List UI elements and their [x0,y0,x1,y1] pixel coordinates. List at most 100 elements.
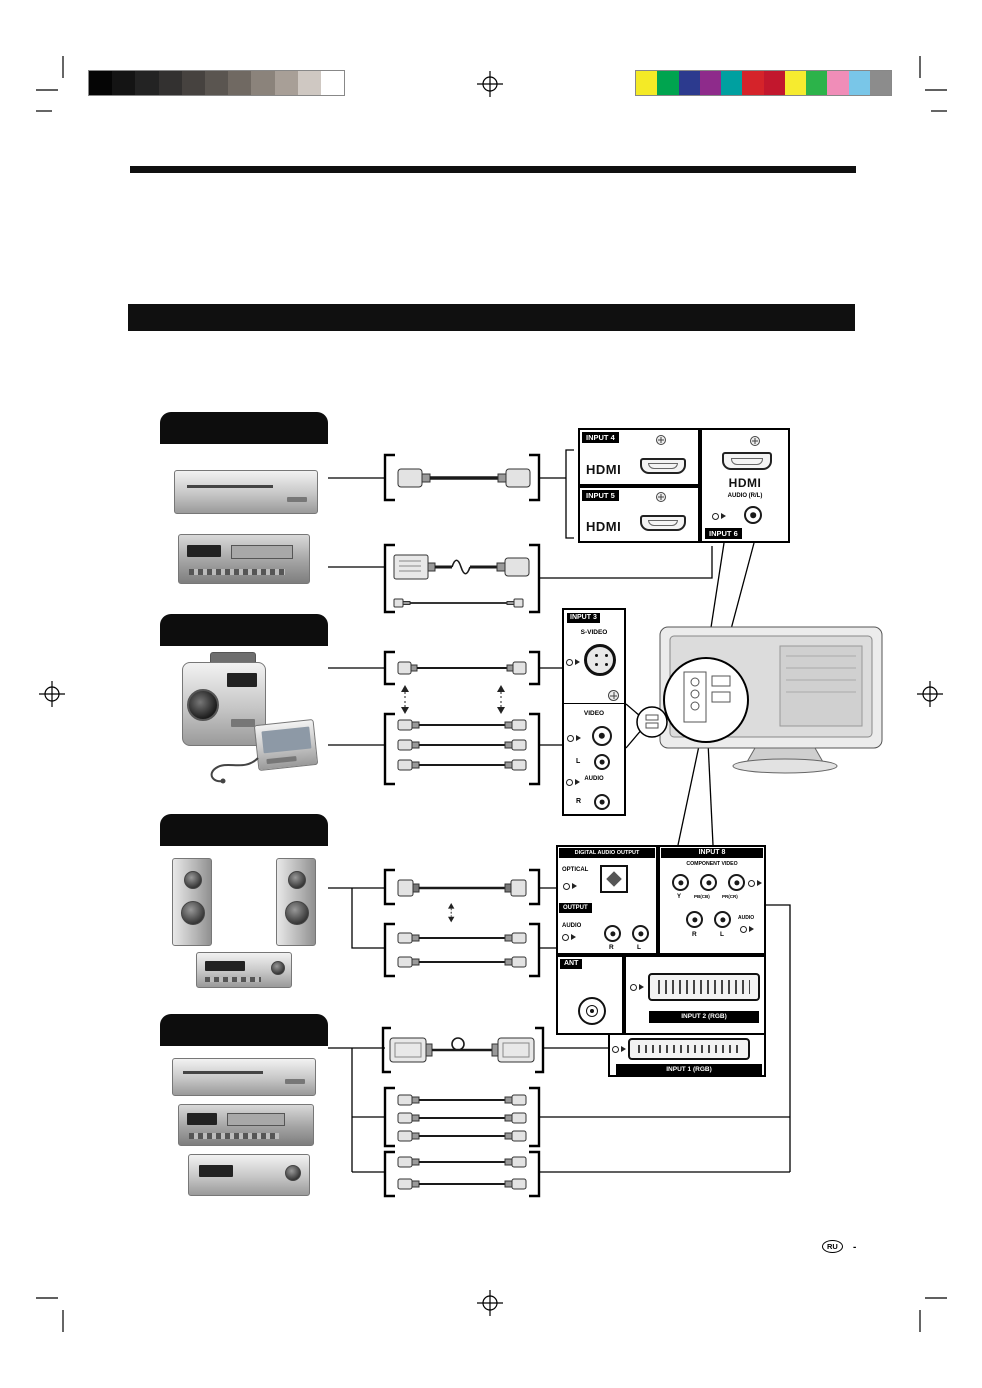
pr-label: PR(CR) [722,894,738,899]
component-pr-connector [728,874,745,891]
pb-label: PB(CB) [694,894,710,899]
panel-input3: INPUT 3 S-VIDEO VIDEO L AUDIO R [562,608,626,816]
device-group-scart-sources [160,1014,328,1202]
vcr-tray [231,545,293,559]
audio-r-connector [594,794,610,810]
y-label: Y [677,894,682,900]
or-arrows-1 [400,684,506,715]
tv-rear-illustration [636,626,883,774]
section-title-bar [128,304,855,331]
screw-icon [656,435,666,445]
video-label: VIDEO [583,710,605,717]
camcorder-button [231,719,255,727]
camcorder-cable [210,757,259,784]
panel-divider [564,703,624,704]
calibration-swatch [869,71,891,95]
color-calibration-bar [635,70,892,96]
optical-cable [397,879,527,897]
calibration-swatch [204,71,229,95]
calibration-swatch [721,71,743,95]
audio-in-label: AUDIO [738,915,755,921]
disc-slot [187,485,273,488]
top-rule [130,166,856,173]
hdmi-logo: HDMI [586,462,622,477]
input-arrow-icon [748,879,764,888]
device-group-1-header [160,412,328,444]
dvd-recorder-illustration [172,1058,316,1096]
out-r-label: R [609,944,614,951]
calibration-swatch [699,71,721,95]
input-arrow-icon [567,734,583,743]
input-arrow-icon [566,778,582,787]
calibration-swatch [848,71,870,95]
hdmi-logo: HDMI [586,519,622,534]
camcorder-lens [187,689,219,721]
composite-av-cable [397,719,527,771]
svideo-connector [584,644,616,676]
receiver-buttons [205,977,261,982]
grayscale-calibration-bar [88,70,345,96]
output-arrow-icon [563,882,579,891]
panel-scart-input2: INPUT 2 (RGB) [624,955,766,1035]
vcr2-buttons [189,1133,279,1139]
input5-tag: INPUT 5 [582,490,619,501]
input6-tag: INPUT 6 [705,528,742,539]
scart-cable [389,1037,535,1063]
calibration-swatch [742,71,764,95]
calibration-swatch [274,71,298,95]
av-receiver-illustration [196,952,292,988]
speaker-woofer [181,901,205,925]
video-rca-connector [592,726,612,746]
vcr2-display [187,1113,217,1125]
receiver-knob [271,961,285,975]
audio-label: AUDIO [584,776,604,782]
out-l-label: L [637,944,641,951]
input-arrow-icon [612,1045,628,1054]
speaker-right-illustration [276,858,316,946]
hdmi-connector [640,515,686,531]
footer-separator: - [853,1242,857,1253]
calibration-swatch [806,71,828,95]
calibration-swatch [89,71,113,95]
device-group-2-header [160,614,328,646]
in-l-label: L [720,931,724,938]
right-channel-label: R [576,798,582,805]
component-video-label: COMPONENT VIDEO [686,861,738,867]
audio-rl-label: AUDIO (R/L) [727,493,763,499]
hdmi-cable [397,468,531,488]
calibration-swatch [636,71,658,95]
speaker-left-illustration [172,858,212,946]
component-video-cable [397,1094,527,1142]
panel-input8: INPUT 8 COMPONENT VIDEO Y PB(CB) PR(CR) … [658,845,766,955]
calibration-swatch [678,71,700,95]
audio-out-label: AUDIO [562,923,582,929]
connection-lines [328,449,791,1173]
digital-audio-output-tag: DIGITAL AUDIO OUTPUT [559,848,655,858]
input3-tag: INPUT 3 [567,613,600,623]
sat-display [199,1165,233,1177]
in-r-label: R [692,931,697,938]
audio-l-connector [594,754,610,770]
hdmi-connector [722,452,772,470]
device-group-hdmi-sources [160,412,328,600]
output-arrow-icon [562,933,578,942]
vcr2-illustration [178,1104,314,1146]
panel-input4: INPUT 4 HDMI [578,428,700,486]
rca-audio-cable-2 [397,1156,527,1190]
calibration-swatch [320,71,345,95]
vcr-display [187,545,221,557]
hdmi-connector [640,458,686,474]
cable-brackets [381,453,545,1198]
dvi-hdmi-cable [393,554,530,580]
calibration-swatch [827,71,849,95]
audio-out-l-connector [632,925,649,942]
player-button [287,497,307,502]
minijack-audio-cable [393,598,524,608]
panel-input6: HDMI AUDIO (R/L) INPUT 6 [700,428,790,543]
optical-connector [600,865,628,893]
audio-in-l-connector [714,911,731,928]
recorder-button [285,1079,305,1084]
device-group-audio-system [160,814,328,996]
